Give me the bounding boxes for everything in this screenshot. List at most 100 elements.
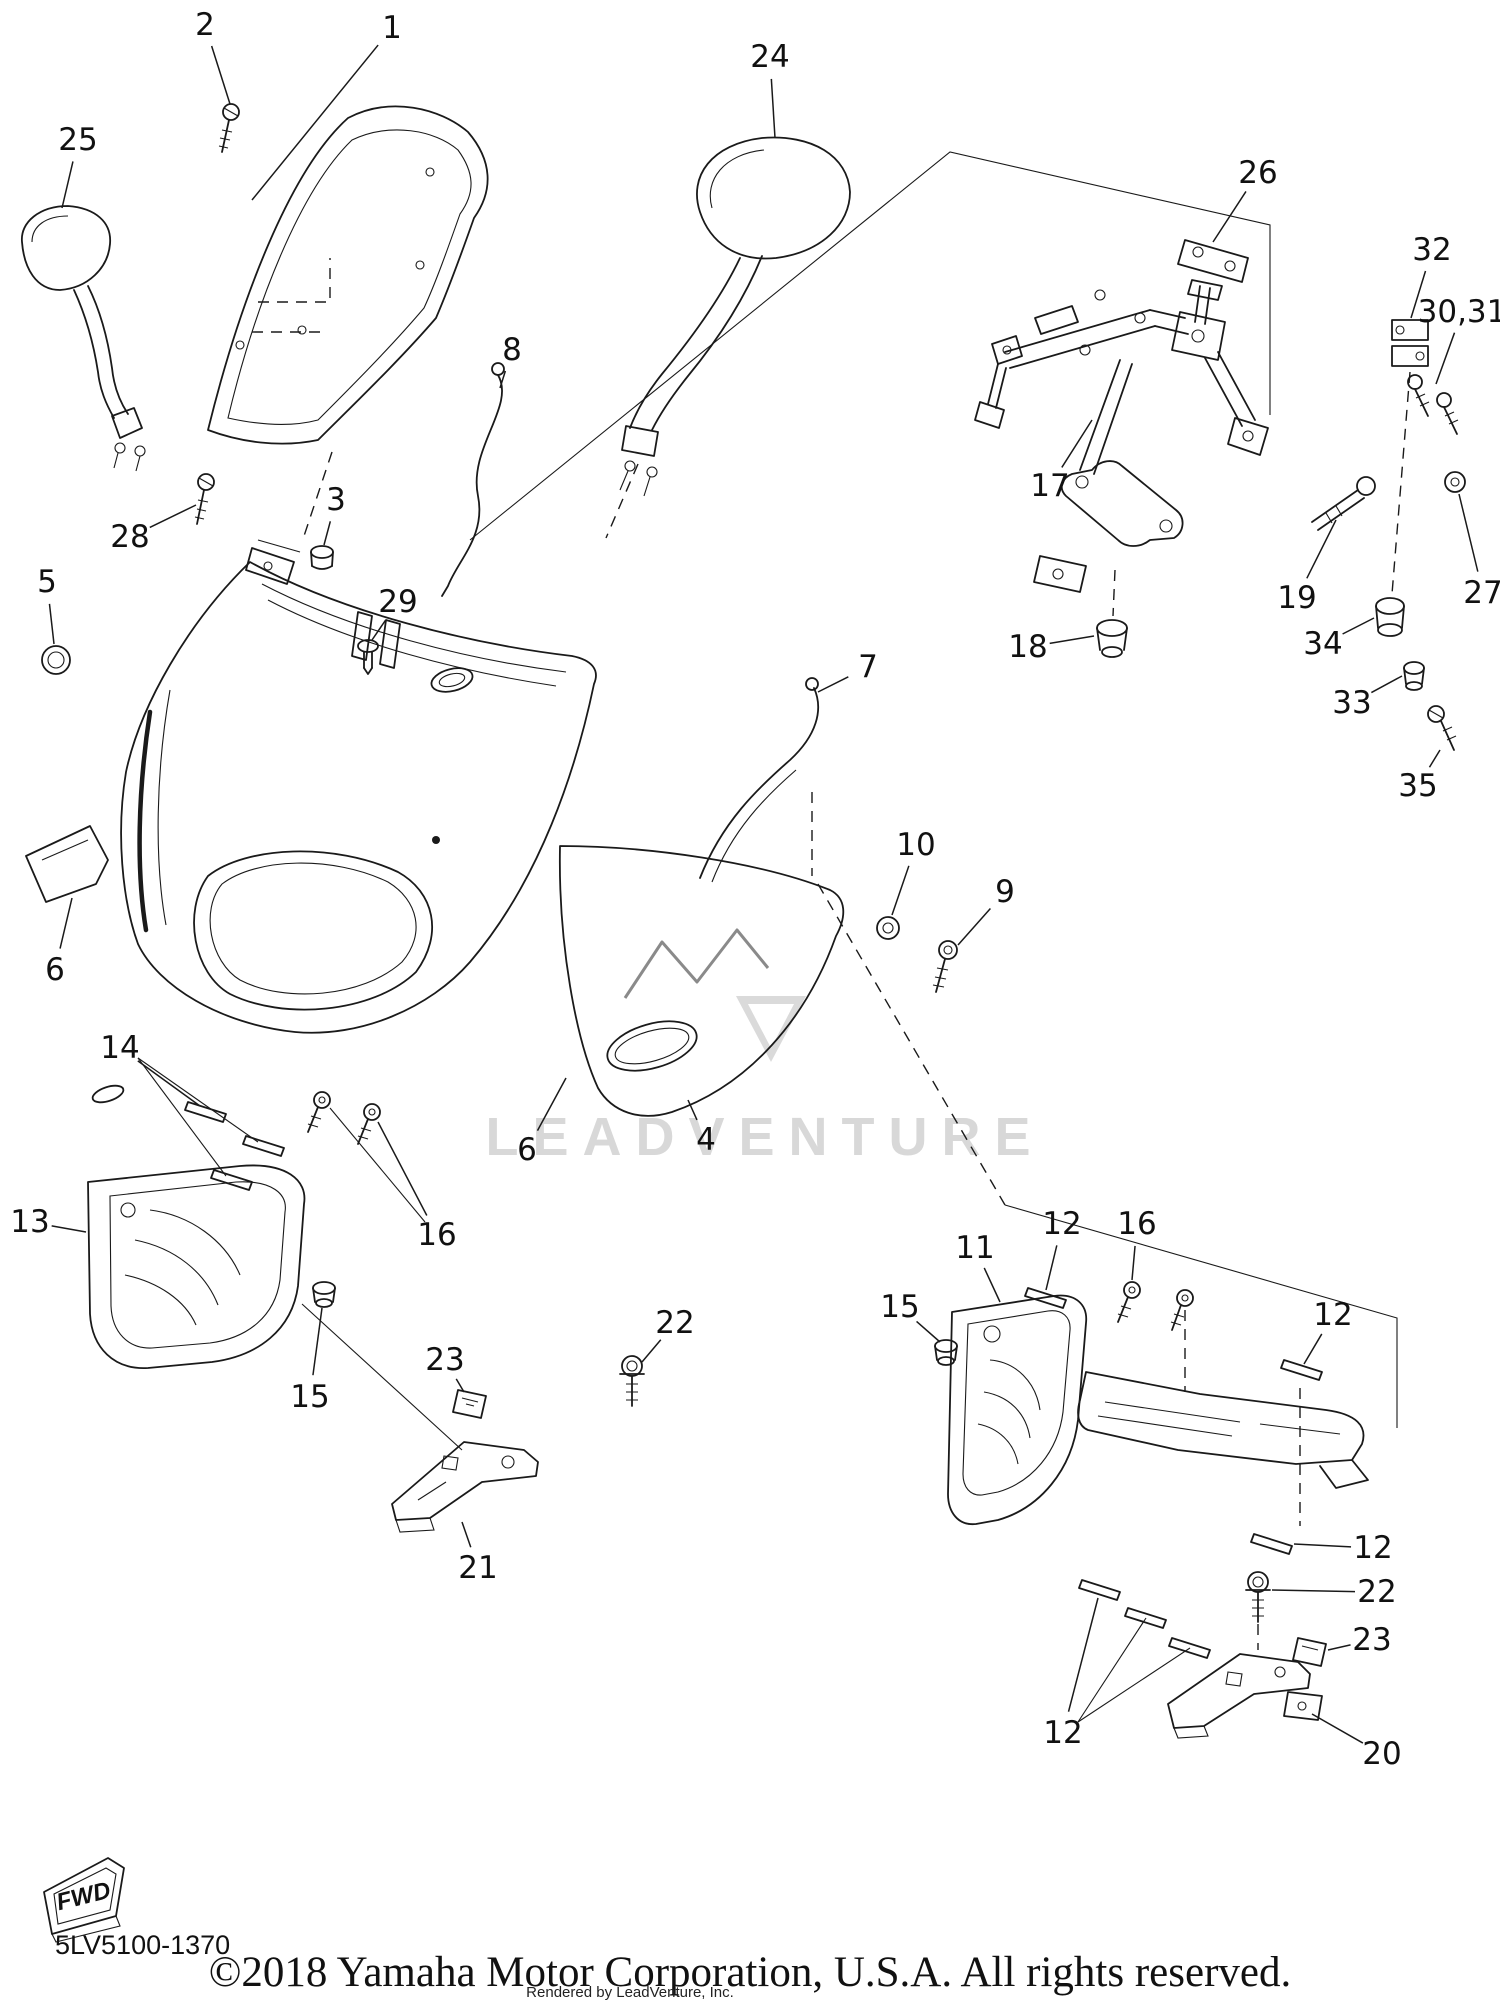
cowling-stay-assembly bbox=[974, 279, 1269, 593]
part-number-12: 12 bbox=[1043, 1715, 1082, 1751]
part-number-3: 3 bbox=[326, 482, 346, 518]
part-number-25: 25 bbox=[58, 122, 97, 158]
part-number-11: 11 bbox=[955, 1230, 994, 1266]
callout-leader-5 bbox=[48, 603, 55, 645]
callout-leader-17 bbox=[1061, 419, 1093, 468]
callout-leader-21 bbox=[461, 1521, 472, 1548]
seal-strips-right bbox=[1024, 1287, 1323, 1659]
callout-leader-1 bbox=[251, 44, 379, 201]
part-number-34: 34 bbox=[1303, 626, 1342, 662]
callout-leader-35 bbox=[1428, 749, 1441, 768]
windshield-screw bbox=[218, 103, 240, 153]
part-number-14: 14 bbox=[100, 1030, 139, 1066]
bracket-left-group bbox=[391, 1355, 645, 1533]
cowling-trim-cable bbox=[441, 362, 505, 597]
part-number-33: 33 bbox=[1332, 685, 1371, 721]
part-number-22: 22 bbox=[655, 1305, 694, 1341]
callout-leader-11 bbox=[983, 1267, 1001, 1303]
part-number-20: 20 bbox=[1362, 1736, 1401, 1772]
callout-leader-2 bbox=[210, 45, 231, 105]
part-number-19: 19 bbox=[1277, 580, 1316, 616]
callout-leader-12 bbox=[1045, 1245, 1058, 1291]
part-number-30,31: 30,31 bbox=[1418, 294, 1500, 330]
callout-leader-14 bbox=[137, 1060, 201, 1107]
callout-leader-13 bbox=[51, 1225, 87, 1233]
part-number-5: 5 bbox=[37, 564, 57, 600]
callout-leader-22 bbox=[641, 1339, 662, 1363]
clamp-and-bolts bbox=[1391, 319, 1466, 493]
part-number-12: 12 bbox=[1313, 1297, 1352, 1333]
callout-leader-12 bbox=[1293, 1543, 1352, 1548]
callout-leader-6 bbox=[59, 897, 73, 949]
part-number-9: 9 bbox=[995, 874, 1015, 910]
part-number-6: 6 bbox=[45, 952, 65, 988]
part-number-12: 12 bbox=[1042, 1206, 1081, 1242]
part-number-6: 6 bbox=[517, 1132, 537, 1168]
callout-leader-22 bbox=[1271, 1589, 1356, 1593]
callout-leader-15 bbox=[916, 1320, 941, 1343]
callout-leader-24 bbox=[770, 78, 776, 139]
callout-leader-16 bbox=[377, 1121, 428, 1216]
mirror-left bbox=[21, 205, 146, 472]
part-number-1: 1 bbox=[382, 10, 402, 46]
part-number-10: 10 bbox=[896, 827, 935, 863]
cowl-fasteners-left bbox=[41, 473, 379, 675]
part-number-32: 32 bbox=[1412, 232, 1451, 268]
callout-leader-12 bbox=[1303, 1333, 1323, 1365]
windshield bbox=[207, 105, 489, 445]
part-number-7: 7 bbox=[858, 649, 878, 685]
bracket-right-group bbox=[1167, 1571, 1327, 1739]
callout-leader-6 bbox=[536, 1077, 567, 1132]
callout-leader-23 bbox=[1327, 1644, 1351, 1651]
callout-leader-25 bbox=[61, 161, 74, 209]
construction-lines bbox=[137, 151, 1411, 1723]
callout-leader-10 bbox=[891, 865, 910, 916]
part-number-2: 2 bbox=[195, 7, 215, 43]
part-number-23: 23 bbox=[1352, 1622, 1391, 1658]
callout-leader-15 bbox=[312, 1307, 323, 1376]
inner-panel-right bbox=[947, 1294, 1369, 1525]
panel-screws-left bbox=[307, 1091, 381, 1308]
part-number-29: 29 bbox=[378, 584, 417, 620]
callout-leader-27 bbox=[1458, 493, 1479, 572]
callout-leader-3 bbox=[323, 521, 332, 546]
callout-leader-18 bbox=[1049, 635, 1095, 645]
part-number-13: 13 bbox=[10, 1204, 49, 1240]
inner-panel-left bbox=[87, 1164, 306, 1369]
panel-screws-right bbox=[934, 1281, 1194, 1366]
part-number-8: 8 bbox=[502, 332, 522, 368]
callout-leader-8 bbox=[499, 370, 507, 389]
stay-fasteners bbox=[1096, 476, 1457, 751]
callout-leader-32 bbox=[1410, 270, 1427, 319]
part-number-16: 16 bbox=[417, 1217, 456, 1253]
part-number-17: 17 bbox=[1030, 468, 1069, 504]
mirror-right bbox=[619, 136, 851, 497]
callout-leader-30,31 bbox=[1435, 332, 1456, 385]
side-panel-right bbox=[558, 845, 845, 1117]
part-number-21: 21 bbox=[458, 1550, 497, 1586]
copyright-line: ©2018 Yamaha Motor Corporation, U.S.A. A… bbox=[208, 1949, 1292, 1996]
leadventure-watermark-text: LEADVENTURE bbox=[485, 1107, 1044, 1167]
part-number-15: 15 bbox=[880, 1289, 919, 1325]
trim-stay bbox=[699, 677, 820, 883]
upper-cowl bbox=[120, 539, 597, 1034]
callout-leader-34 bbox=[1342, 617, 1375, 635]
part-number-22: 22 bbox=[1357, 1574, 1396, 1610]
seal-strips bbox=[91, 1084, 285, 1191]
callout-leader-16 bbox=[1131, 1245, 1136, 1281]
part-number-26: 26 bbox=[1238, 155, 1277, 191]
callout-leader-28 bbox=[149, 504, 197, 529]
callout-leader-23 bbox=[455, 1378, 465, 1393]
rendered-by-line: Rendered by LeadVenture, Inc. bbox=[526, 1984, 734, 2001]
part-number-35: 35 bbox=[1398, 768, 1437, 804]
part-number-18: 18 bbox=[1008, 629, 1047, 665]
leadventure-watermark-logo bbox=[736, 996, 806, 1062]
callout-leader-20 bbox=[1311, 1713, 1364, 1744]
part-code: 5LV5100-1370 bbox=[55, 1930, 231, 1960]
callout-leader-26 bbox=[1212, 191, 1247, 243]
callout-leader-29 bbox=[371, 619, 387, 641]
panel-bolt-washer bbox=[876, 916, 958, 993]
